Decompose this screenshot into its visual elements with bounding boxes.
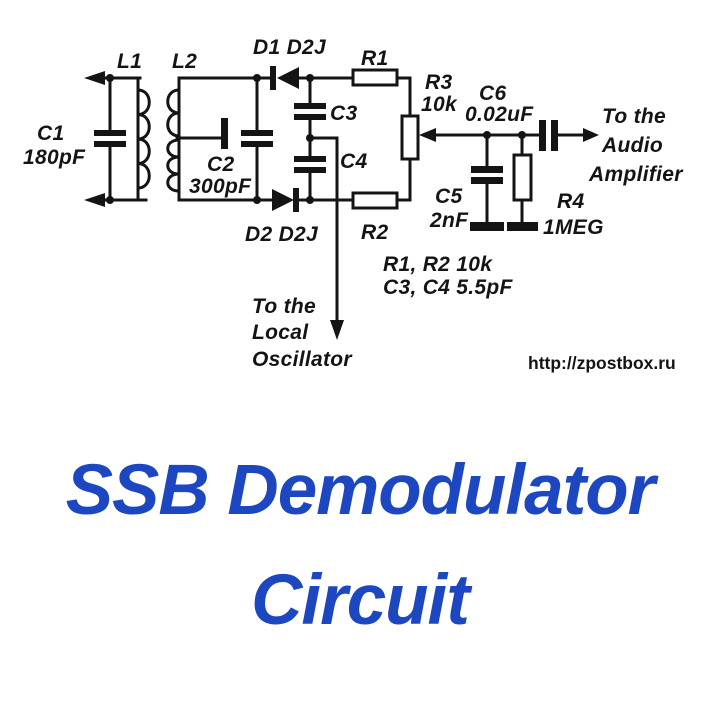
r3-wiper-arrow-icon xyxy=(419,128,436,142)
label-c4: C4 xyxy=(340,150,367,173)
capacitor-c4 xyxy=(294,156,326,202)
image-title: SSB Demodulator Circuit xyxy=(0,436,720,656)
label-l1: L1 xyxy=(117,50,142,73)
capacitor-c6 xyxy=(539,120,599,151)
junction-dots xyxy=(106,74,526,204)
label-c5-value: 2nF xyxy=(429,209,469,232)
left-arrow-top-icon xyxy=(84,71,105,85)
capacitor-c2 xyxy=(221,118,273,149)
title-line2: Circuit xyxy=(251,561,470,641)
lo-text-1: To the xyxy=(252,295,316,318)
left-arrow-bottom-icon xyxy=(84,193,105,207)
label-c2-value: 300pF xyxy=(189,175,252,198)
audio-out-arrow-icon xyxy=(583,128,599,142)
audio-out-text-3: Amplifier xyxy=(588,163,684,186)
title-line1: SSB Demodulator xyxy=(65,451,656,530)
audio-out-text-1: To the xyxy=(602,105,666,128)
notes-text-2: C3, C4 5.5pF xyxy=(383,276,514,299)
resistor-r2 xyxy=(351,157,412,210)
credit-url: http://zpostbox.ru xyxy=(528,353,676,373)
capacitor-c1 xyxy=(94,76,126,202)
notes-text-1: R1, R2 10k xyxy=(383,253,493,276)
capacitor-c5 xyxy=(470,133,504,231)
label-c1-value: 180pF xyxy=(23,146,86,169)
c5-ground-bar xyxy=(470,222,504,231)
lo-text-3: Oscillator xyxy=(252,348,353,371)
label-c5-name: C5 xyxy=(435,185,462,208)
inductor-l2 xyxy=(166,76,223,202)
label-r2: R2 xyxy=(361,221,388,244)
capacitor-c3 xyxy=(294,76,326,158)
inductor-l1 xyxy=(136,76,151,202)
circuit-schematic: L1 L2 C1 180pF C2 300pF D1 D2J D2 D2J C3… xyxy=(23,36,684,373)
label-r3-value: 10k xyxy=(421,93,458,116)
r4-ground-bar xyxy=(507,222,538,231)
label-r4-name: R4 xyxy=(557,190,584,213)
label-c3: C3 xyxy=(330,102,357,125)
label-r1: R1 xyxy=(361,47,388,70)
label-r4-value: 1MEG xyxy=(543,216,604,239)
circuit-svg: L1 L2 C1 180pF C2 300pF D1 D2J D2 D2J C3… xyxy=(23,36,684,373)
audio-out-text-2: Audio xyxy=(601,134,663,157)
label-l2: L2 xyxy=(172,50,197,73)
lo-arrow-icon xyxy=(330,320,344,340)
resistor-r1 xyxy=(351,68,412,118)
label-c2-name: C2 xyxy=(207,153,234,176)
resistor-r4 xyxy=(507,133,538,231)
label-c6-value: 0.02uF xyxy=(465,103,534,126)
lo-text-2: Local xyxy=(252,321,309,344)
label-c1-name: C1 xyxy=(37,122,64,145)
label-d1: D1 D2J xyxy=(253,36,327,59)
local-oscillator-branch xyxy=(308,136,344,340)
label-r3-name: R3 xyxy=(425,71,452,94)
label-c6-name: C6 xyxy=(479,82,506,105)
label-d2: D2 D2J xyxy=(245,223,319,246)
